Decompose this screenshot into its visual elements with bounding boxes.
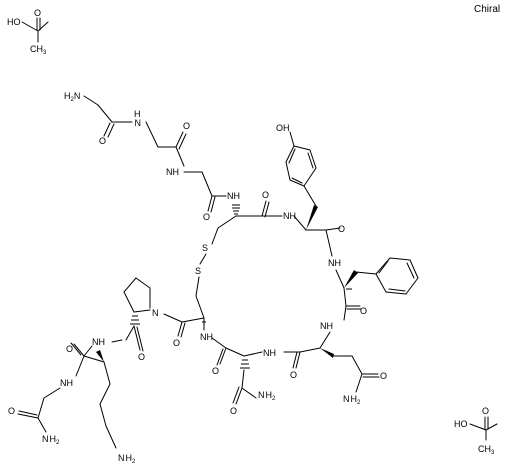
pro-n-label: N <box>152 308 159 318</box>
tyr-hydroxyl-label: OH <box>276 123 290 133</box>
acid-hydroxyl-label: HO <box>7 17 21 27</box>
glyamide-carbonyl-o-label: O <box>8 406 15 416</box>
acid2-carbonyl-o-label: O <box>482 406 489 416</box>
sulfur-1-label: S <box>202 243 208 253</box>
gly3-carbonyl-o-label: O <box>203 212 210 222</box>
tyrosine-phenol-ring <box>285 131 317 187</box>
phenylalanine-benzene-ring <box>375 257 419 295</box>
gly2-nh-label: NH <box>134 109 141 128</box>
gln-nh-label: NH <box>320 321 333 331</box>
proline-ring: N O <box>123 277 159 362</box>
lys-carbonyl-o-label: O <box>66 344 73 354</box>
sulfur-2-label: S <box>195 266 201 276</box>
acetic-acid-top: HO O CH3 <box>7 8 49 56</box>
phe-carbonyl-o-label: O <box>360 306 367 316</box>
tyr-carbonyl-o-label: O <box>338 224 345 234</box>
acetic-acid-bottom: HO O CH3 <box>454 406 498 456</box>
n-terminal-amine-label: H2N <box>64 91 80 103</box>
tyr-nh-label: NH <box>283 211 296 221</box>
cys6-carbonyl-o-label: O <box>173 338 180 348</box>
triglycine-chain: H2N O NH O NH O NH <box>64 91 240 222</box>
acid2-hydroxyl-label: HO <box>454 419 468 429</box>
acid-carbonyl-o-label: O <box>34 8 41 18</box>
glyamide-amide-label: NH2 <box>42 434 60 446</box>
gly1-carbonyl-o-label: O <box>99 136 106 146</box>
asn-side-carbonyl-o-label: O <box>230 406 237 416</box>
acid-methyl-label: CH3 <box>30 44 47 56</box>
cys6-nh-label: NH <box>200 332 213 342</box>
asn-nh-label: NH <box>263 348 276 358</box>
cyclic-ring: OH O NH O NH O NH <box>163 123 419 416</box>
lys-epsilon-amine-label: NH2 <box>118 453 136 464</box>
lys-nh-label: NH <box>92 337 105 347</box>
gly2-carbonyl-o-label: O <box>183 121 190 131</box>
glyamide-nh-label: NH <box>60 378 73 388</box>
acid2-methyl-label: CH3 <box>478 444 495 456</box>
cys1-carbonyl-o-label: O <box>262 190 269 200</box>
phe-nh-label: NH <box>328 258 341 268</box>
gln-side-carbonyl-o-label: O <box>380 371 387 381</box>
glycinamide-terminus: NH O NH2 <box>8 378 73 446</box>
asn-amide-label: NH2 <box>258 390 276 402</box>
cys1-nh-label: NH <box>227 191 240 201</box>
pro-carbonyl-o-label: O <box>138 352 145 362</box>
chiral-flag: Chiral <box>474 4 500 15</box>
lysine-residue: NH O NH2 <box>66 337 136 464</box>
gly3-nh-label: NH <box>166 167 179 177</box>
gln-carbonyl-o-label: O <box>290 370 297 380</box>
asn-carbonyl-o-label: O <box>212 366 219 376</box>
gln-amide-label: NH2 <box>343 394 361 406</box>
